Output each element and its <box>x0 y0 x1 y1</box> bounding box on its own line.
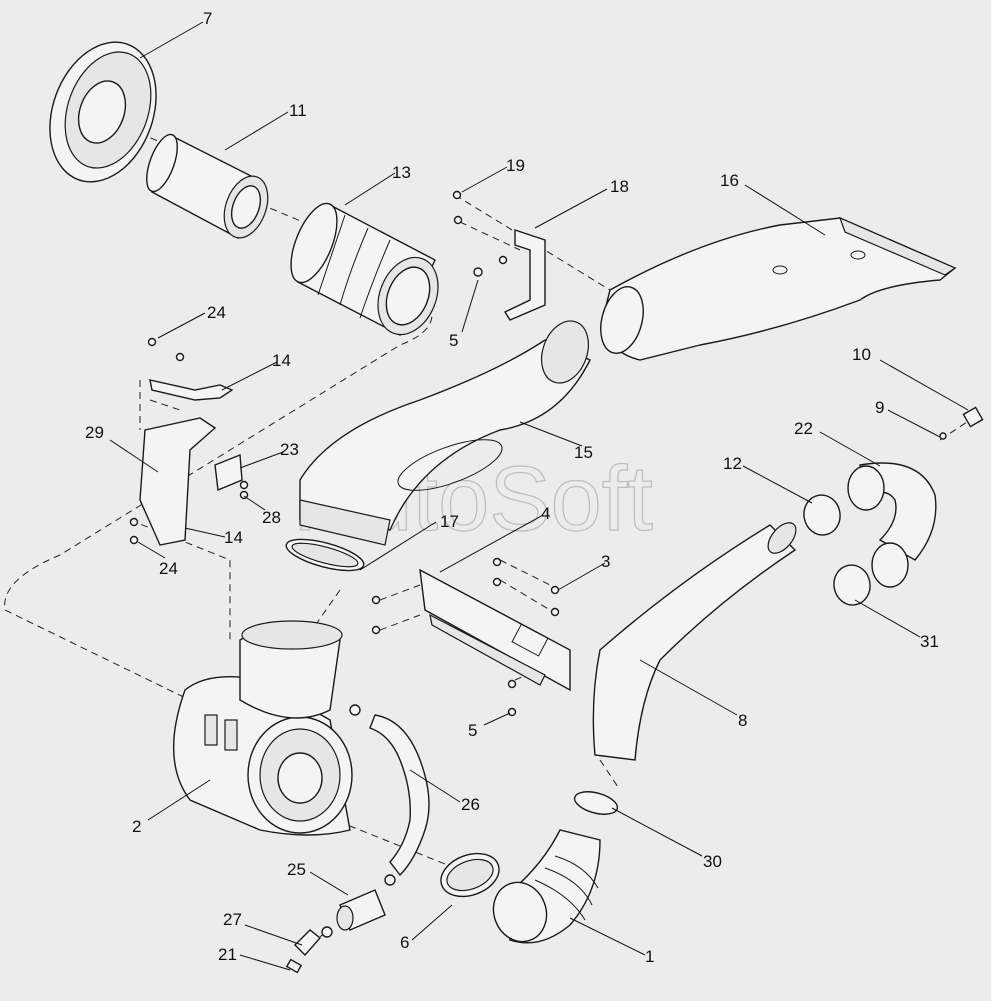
label-5-top: 5 <box>449 331 458 350</box>
label-18: 18 <box>610 177 629 196</box>
label-14-bottom: 14 <box>224 528 243 547</box>
label-9: 9 <box>875 398 884 417</box>
part-2-housing <box>172 620 361 836</box>
label-7: 7 <box>203 9 212 28</box>
label-29: 29 <box>85 423 104 442</box>
label-31: 31 <box>920 632 939 651</box>
part-15-pipe <box>299 320 591 546</box>
label-3: 3 <box>601 552 610 571</box>
label-4: 4 <box>541 504 550 523</box>
label-13: 13 <box>392 163 411 182</box>
label-22: 22 <box>794 419 813 438</box>
label-17: 17 <box>440 512 459 531</box>
part-13-filter <box>290 202 439 336</box>
label-16: 16 <box>720 171 739 190</box>
label-19: 19 <box>506 156 525 175</box>
part-16-duct <box>600 216 957 361</box>
label-10: 10 <box>852 345 871 364</box>
part-8-pipe <box>592 522 797 761</box>
label-26: 26 <box>461 795 480 814</box>
label-12: 12 <box>723 454 742 473</box>
label-28: 28 <box>262 508 281 527</box>
label-25: 25 <box>287 860 306 879</box>
part-11-filter <box>146 133 269 240</box>
part-22-elbow <box>847 462 937 588</box>
leader-lines <box>109 21 969 971</box>
part-26-hose <box>369 714 430 877</box>
part-7-cover <box>49 41 157 183</box>
label-2: 2 <box>132 817 141 836</box>
label-15: 15 <box>574 443 593 462</box>
label-1: 1 <box>645 947 654 966</box>
label-24-bottom: 24 <box>159 559 178 578</box>
label-6: 6 <box>400 933 409 952</box>
label-14-top: 14 <box>272 351 291 370</box>
label-21: 21 <box>218 945 237 964</box>
label-24-top: 24 <box>207 303 226 322</box>
label-5-bottom: 5 <box>468 721 477 740</box>
part-6-clamp <box>440 852 500 898</box>
part-25-valve <box>285 874 396 974</box>
label-23: 23 <box>280 440 299 459</box>
part-9-10-sensor <box>939 406 984 440</box>
part-17-clamp <box>285 538 365 572</box>
label-11: 11 <box>289 101 307 120</box>
label-30: 30 <box>703 852 722 871</box>
part-30-ring <box>573 791 619 815</box>
part-4-plate <box>371 557 571 717</box>
part-number-labels: 7 11 13 19 18 16 24 14 5 10 9 22 29 23 1… <box>85 9 939 966</box>
part-14-29-brackets <box>129 337 249 546</box>
part-1-elbow <box>492 829 601 944</box>
bolts-upper <box>452 190 508 277</box>
part-12-31-clamps <box>803 494 871 606</box>
part-18-bracket <box>503 229 546 321</box>
label-27: 27 <box>223 910 242 929</box>
label-8: 8 <box>738 711 747 730</box>
